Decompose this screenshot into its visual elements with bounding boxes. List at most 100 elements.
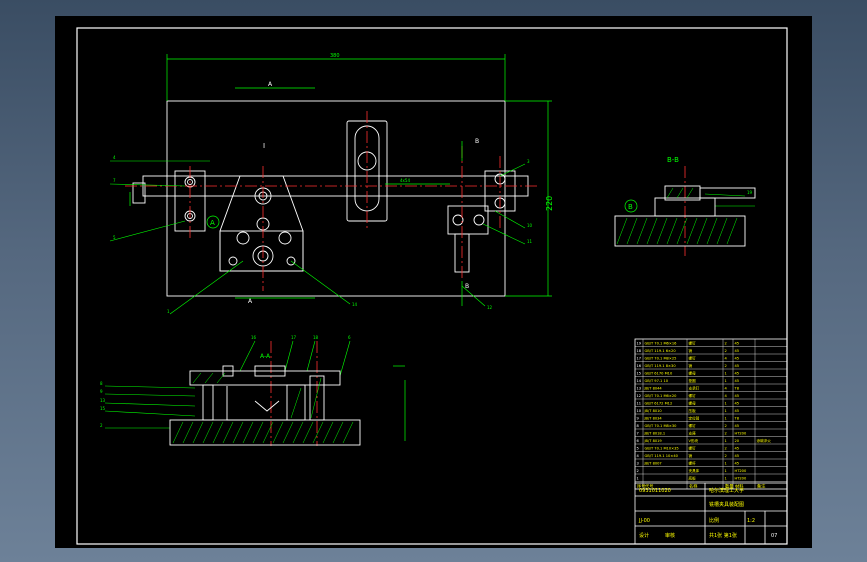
- bom-cell: GB/T 119.1 6×20: [645, 349, 677, 353]
- plan-view: [132, 100, 529, 297]
- bom-cell: 2: [725, 364, 727, 368]
- bom-header-cell: 名称: [689, 482, 697, 489]
- bom-cell: 1: [725, 417, 727, 421]
- bom-cell: 45: [735, 409, 740, 413]
- base-plate-front: [169, 419, 361, 446]
- bom-cell: 2: [725, 432, 727, 436]
- dim-overall-height: 220: [545, 196, 554, 211]
- bom-cell: GB/T 70.1 M6×16: [645, 342, 678, 346]
- side-view-marker: I: [263, 142, 265, 150]
- view-circle-a-label: A: [210, 219, 215, 227]
- bom-cell: GB/T 70.1 M8×30: [645, 424, 678, 428]
- bom-cell: GB/T 70.1 M8×25: [645, 357, 677, 361]
- bom-cell: GB/T 97.1 10: [645, 379, 669, 383]
- part-ref-17: 17: [291, 335, 297, 340]
- part-ref-7: 7: [113, 178, 116, 183]
- bom-cell: GB/T 70.1 M10×35: [645, 447, 679, 451]
- bom-cell: 45: [735, 379, 740, 383]
- bom-cell: 45: [735, 462, 740, 466]
- bom-cell: 3: [637, 462, 639, 466]
- bom-cell: 1: [725, 409, 727, 413]
- school-name: 哈尔滨理工大学: [709, 487, 744, 494]
- bom-cell: GB/T 6172 M12: [645, 402, 673, 406]
- bom-cell: HT200: [735, 477, 747, 481]
- bom-cell: 10: [637, 409, 642, 413]
- bom-cell: 4: [725, 357, 728, 361]
- dimensions: [129, 54, 552, 441]
- bom-cell: 2: [725, 447, 727, 451]
- bom-cell: 12: [637, 394, 642, 398]
- bom-cell: 1: [725, 379, 727, 383]
- part-ref-5: 5: [113, 235, 116, 240]
- bom-header-cell: 代号: [645, 482, 653, 489]
- bom-cell: 2: [725, 424, 727, 428]
- bom-cell: 螺钉: [689, 356, 697, 361]
- part-ref-18: 18: [313, 335, 319, 340]
- bom-cell: 13: [637, 387, 642, 391]
- bom-cell: 1: [725, 477, 727, 481]
- bom-cell: 45: [735, 454, 740, 458]
- bom-cell: 45: [735, 349, 740, 353]
- bom-header-cell: 材料: [735, 482, 744, 489]
- bom-cell: 支承钉: [689, 386, 700, 391]
- view-circle-b-label: B: [628, 203, 633, 211]
- section-bb-title: B-B: [667, 156, 679, 164]
- bom-cell: 1: [725, 469, 727, 473]
- part-ref-19: 19: [747, 190, 753, 195]
- bom-cell: 螺钉: [689, 393, 697, 398]
- bom-cell: HT200: [735, 432, 747, 436]
- bom-cell: 压板: [689, 408, 697, 413]
- drawing-number: 07: [771, 533, 777, 539]
- bom-cell: 4: [725, 387, 728, 391]
- bom-cell: 2: [725, 349, 727, 353]
- bom-cell: JB/T 8034: [644, 417, 663, 421]
- bom-cell: 8: [637, 424, 640, 428]
- bom-cell: 18: [637, 349, 642, 353]
- bom-cell: 4: [725, 394, 728, 398]
- bom-cell: 45: [735, 394, 740, 398]
- bom-cell: 5: [637, 447, 639, 451]
- section-mark-a-bottom: A: [248, 298, 253, 305]
- bom-cell: 夹具体: [689, 468, 700, 473]
- bom-cell: 销: [689, 363, 693, 368]
- section-aa-title: A-A: [260, 353, 271, 360]
- part-ref-13: 13: [100, 398, 106, 403]
- title-block: [634, 482, 788, 545]
- part-ref-6: 6: [348, 335, 351, 340]
- part-ref-3: 3: [527, 159, 530, 164]
- bom-cell: JB/T 8044: [644, 387, 663, 391]
- bom-cell: 螺钉: [689, 446, 697, 451]
- bom-cell: 14: [637, 379, 642, 383]
- front-view-hatch: [172, 372, 354, 444]
- bom-cell: 1: [725, 462, 727, 466]
- bom-cell: 底板: [689, 476, 697, 481]
- view-circles: [206, 199, 638, 229]
- bom-header-cell: 备注: [757, 482, 766, 489]
- bom-cell: 45: [735, 402, 740, 406]
- part-ref-10: 10: [527, 223, 533, 228]
- bom-cell: 11: [637, 402, 642, 406]
- bom-cell: GB/T 119.1 10×40: [645, 454, 679, 458]
- student-id: 0931011020: [639, 488, 671, 494]
- bom-cell: 垫圈: [689, 378, 697, 383]
- bom-cell: 销: [689, 348, 693, 353]
- scale-value: 1:2: [747, 518, 755, 524]
- bom-cell: 45: [735, 357, 740, 361]
- bom-cell: 1: [725, 439, 727, 443]
- bom-cell: 螺母: [689, 371, 697, 376]
- bom-cell: 螺杆: [689, 461, 697, 466]
- section-bb-hatch: [616, 187, 738, 245]
- bom-header-cell: 数量: [725, 482, 733, 489]
- part-ref-16: 16: [251, 335, 257, 340]
- drawing-code: JJ-00: [638, 518, 650, 524]
- bom-cell: 45: [735, 364, 740, 368]
- base-plate-outline: [166, 100, 506, 297]
- bom-cell: 45: [735, 447, 740, 451]
- sheet-info: 共1张 第1张: [709, 532, 737, 539]
- bom-cell: 19: [637, 342, 642, 346]
- bom-cell: 16: [637, 364, 642, 368]
- bom-cell: JB/T 8007: [644, 462, 662, 466]
- section-bb-view: [614, 185, 756, 247]
- bom-cell: 7: [637, 432, 639, 436]
